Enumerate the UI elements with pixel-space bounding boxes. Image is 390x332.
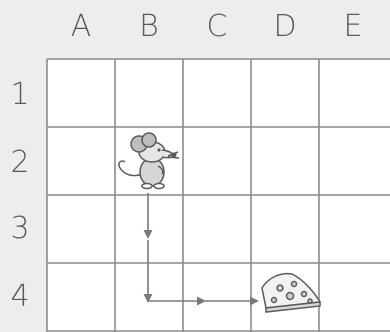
coordinate-grid-diagram: A B C D E 1 2 3 4 [0, 0, 390, 332]
grid-svg [0, 0, 390, 332]
